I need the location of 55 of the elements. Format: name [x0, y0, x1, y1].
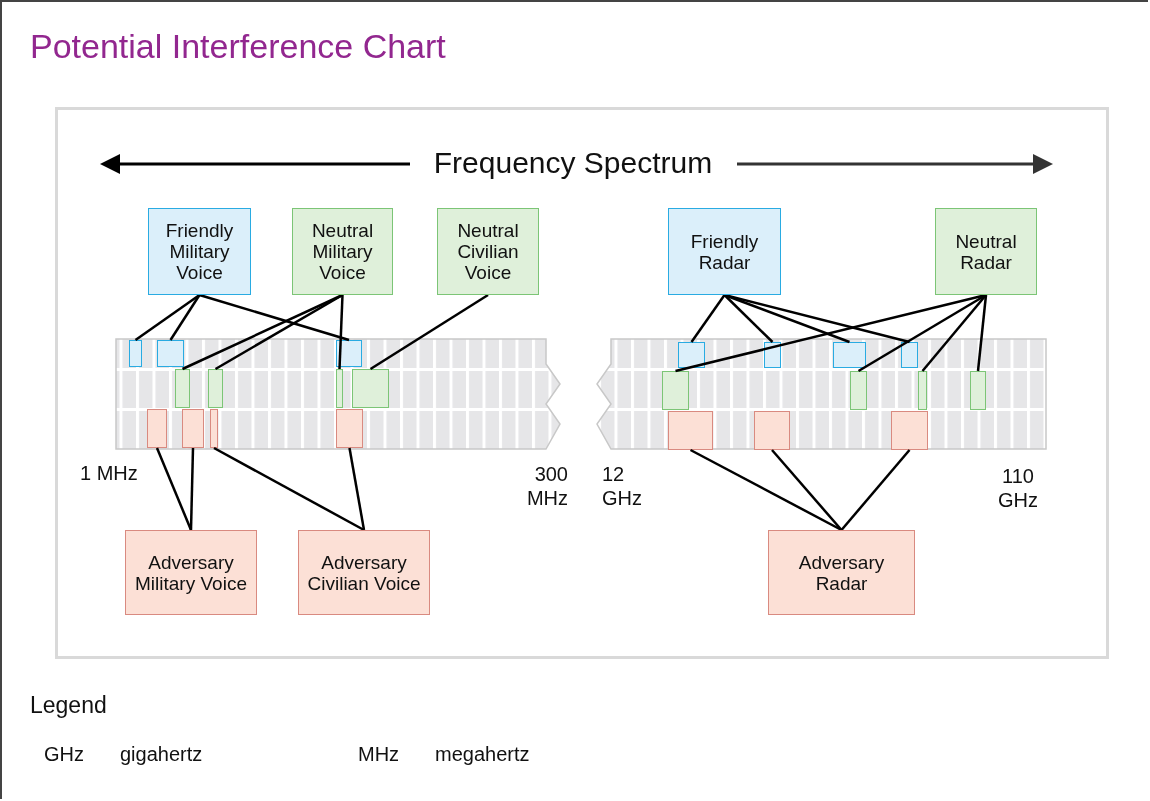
abbreviation-meaning: megahertz — [435, 743, 530, 766]
leader-line — [155, 447, 193, 531]
leader-line — [921, 294, 987, 372]
leader-line — [199, 293, 350, 342]
frequency-block — [678, 342, 705, 368]
title: Potential Interference Chart — [30, 27, 446, 66]
axis-value: 12 GHz — [602, 462, 643, 510]
frequency-block — [336, 409, 363, 448]
label-box: Friendly Radar — [668, 208, 781, 295]
label-box: Adversary Military Voice — [125, 530, 257, 615]
frequency-block — [182, 409, 204, 448]
frequency-block — [891, 411, 928, 450]
leader-line — [338, 294, 344, 370]
leader-line — [213, 446, 365, 532]
frequency-block — [850, 371, 867, 410]
axis-value: 300 MHz — [525, 462, 568, 510]
frequency-block — [157, 340, 184, 367]
frequency-block — [147, 409, 167, 448]
frequency-block — [352, 369, 389, 408]
frequency-block — [918, 371, 927, 410]
frequency-block — [129, 340, 142, 367]
label-box: Neutral Military Voice — [292, 208, 393, 295]
leader-line — [771, 449, 843, 531]
frequency-block — [175, 369, 190, 408]
spectrum-heading: Frequency Spectrum — [432, 146, 714, 180]
leader-line — [840, 449, 911, 531]
frequency-block — [754, 411, 790, 450]
label-box: Adversary Radar — [768, 530, 915, 615]
frequency-block — [901, 342, 918, 368]
frequency-block — [210, 409, 218, 448]
abbreviation-meaning: gigahertz — [120, 743, 203, 766]
label-box: Friendly Military Voice — [148, 208, 251, 295]
abbreviation: MHz — [358, 743, 400, 766]
abbreviation: GHz — [44, 743, 84, 766]
label-box: Neutral Civilian Voice — [437, 208, 539, 295]
leader-line — [690, 294, 726, 343]
leader-line — [976, 294, 988, 372]
frequency-block — [668, 411, 713, 450]
leader-line — [169, 294, 201, 341]
leader-line — [348, 447, 366, 531]
frequency-block — [336, 340, 362, 367]
frequency-block — [662, 371, 689, 410]
axis-value: 110 GHz — [997, 464, 1039, 512]
label-box: Adversary Civilian Voice — [298, 530, 430, 615]
leader-line — [369, 293, 489, 371]
label-box: Neutral Radar — [935, 208, 1037, 295]
frequency-block — [208, 369, 223, 408]
legend-heading: Legend — [30, 692, 107, 719]
frequency-block — [336, 369, 343, 408]
frequency-block — [970, 371, 986, 410]
axis-value: 1 MHz — [80, 462, 138, 485]
frequency-block — [833, 342, 866, 368]
leader-line — [723, 294, 774, 343]
leader-line — [134, 293, 201, 342]
leader-line — [189, 447, 195, 531]
